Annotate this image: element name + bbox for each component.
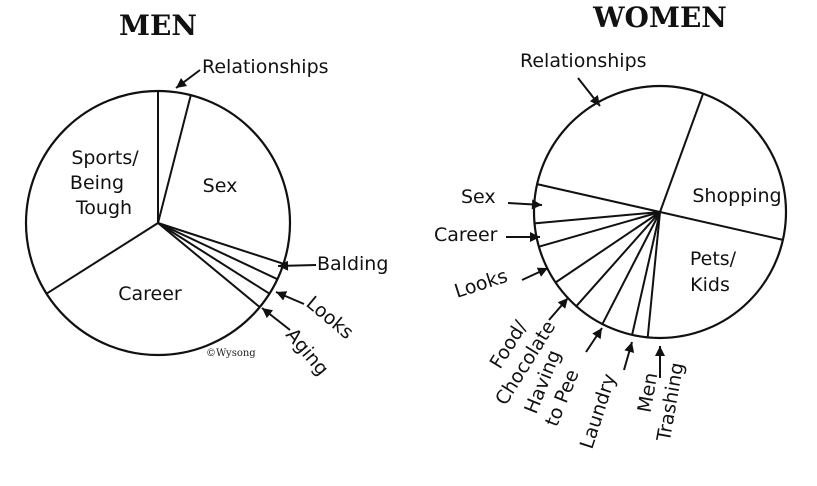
men-slice-boundary xyxy=(157,222,261,308)
women-slice-boundary xyxy=(631,211,661,336)
credit-label: ©Wysong xyxy=(206,348,256,359)
men-slice-label-looks: Looks xyxy=(302,292,358,344)
women-men-trashing-line2: Trashing xyxy=(653,361,689,444)
men-slice-boundary xyxy=(157,222,284,265)
arrowhead-icon xyxy=(176,78,187,88)
men-slice-label-balding: Balding xyxy=(317,253,388,275)
men-sports-line3: Tough xyxy=(75,197,132,219)
arrowhead-icon xyxy=(262,308,273,319)
men-slice-label-relationships: Relationships xyxy=(202,56,329,78)
men-chart-title: MEN xyxy=(119,9,197,42)
women-slice-boundary xyxy=(659,211,784,241)
women-slice-label-men-trashing: Men Trashing xyxy=(629,357,688,444)
women-slice-label-looks: Looks xyxy=(452,265,511,303)
men-slice-label-aging: Aging xyxy=(281,324,333,380)
women-slice-boundary xyxy=(538,211,661,248)
men-slice-boundary xyxy=(157,222,278,281)
men-slice-label-sex: Sex xyxy=(203,175,238,197)
arrowhead-icon xyxy=(276,291,288,301)
women-slice-label-laundry: Laundry xyxy=(576,371,621,451)
women-slice-boundary xyxy=(601,211,661,325)
women-pets-line1: Pets/ xyxy=(690,248,737,270)
men-slice-label-sports: Sports/ Being Tough xyxy=(70,147,145,219)
men-slice-label-career: Career xyxy=(118,283,182,305)
men-slice-boundary xyxy=(157,222,271,295)
women-slice-label-relationships: Relationships xyxy=(520,50,647,72)
arrowhead-icon xyxy=(278,260,289,271)
leader-arrows xyxy=(175,69,665,378)
women-slice-label-shopping: Shopping xyxy=(692,185,781,207)
arrowhead-icon xyxy=(531,199,542,210)
women-slice-boundary xyxy=(536,183,661,213)
men-sports-line2: Being xyxy=(70,172,124,194)
women-slice-label-pets: Pets/ Kids xyxy=(690,248,742,296)
arrowhead-icon xyxy=(624,342,635,353)
women-pie xyxy=(532,84,788,340)
arrowhead-icon xyxy=(536,267,548,277)
women-slice-boundary xyxy=(646,211,661,338)
arrowhead-icon xyxy=(655,346,665,356)
arrowhead-icon xyxy=(592,328,602,340)
women-slice-boundary xyxy=(534,211,661,225)
women-pets-line2: Kids xyxy=(690,274,730,296)
men-slice-boundary xyxy=(45,222,159,295)
arrowhead-icon xyxy=(557,298,568,309)
women-slice-boundary xyxy=(575,211,661,307)
men-pie xyxy=(24,89,292,357)
women-chart-title: WOMEN xyxy=(592,1,727,34)
men-slice-boundary xyxy=(157,94,192,224)
arrowhead-icon xyxy=(530,232,540,242)
arrowhead-icon xyxy=(589,95,600,106)
women-slice-boundary xyxy=(659,93,705,213)
women-slice-label-sex: Sex xyxy=(461,186,496,208)
women-slice-boundary xyxy=(554,211,661,284)
men-sports-line1: Sports/ xyxy=(71,147,139,169)
women-slice-label-career: Career xyxy=(434,224,498,246)
